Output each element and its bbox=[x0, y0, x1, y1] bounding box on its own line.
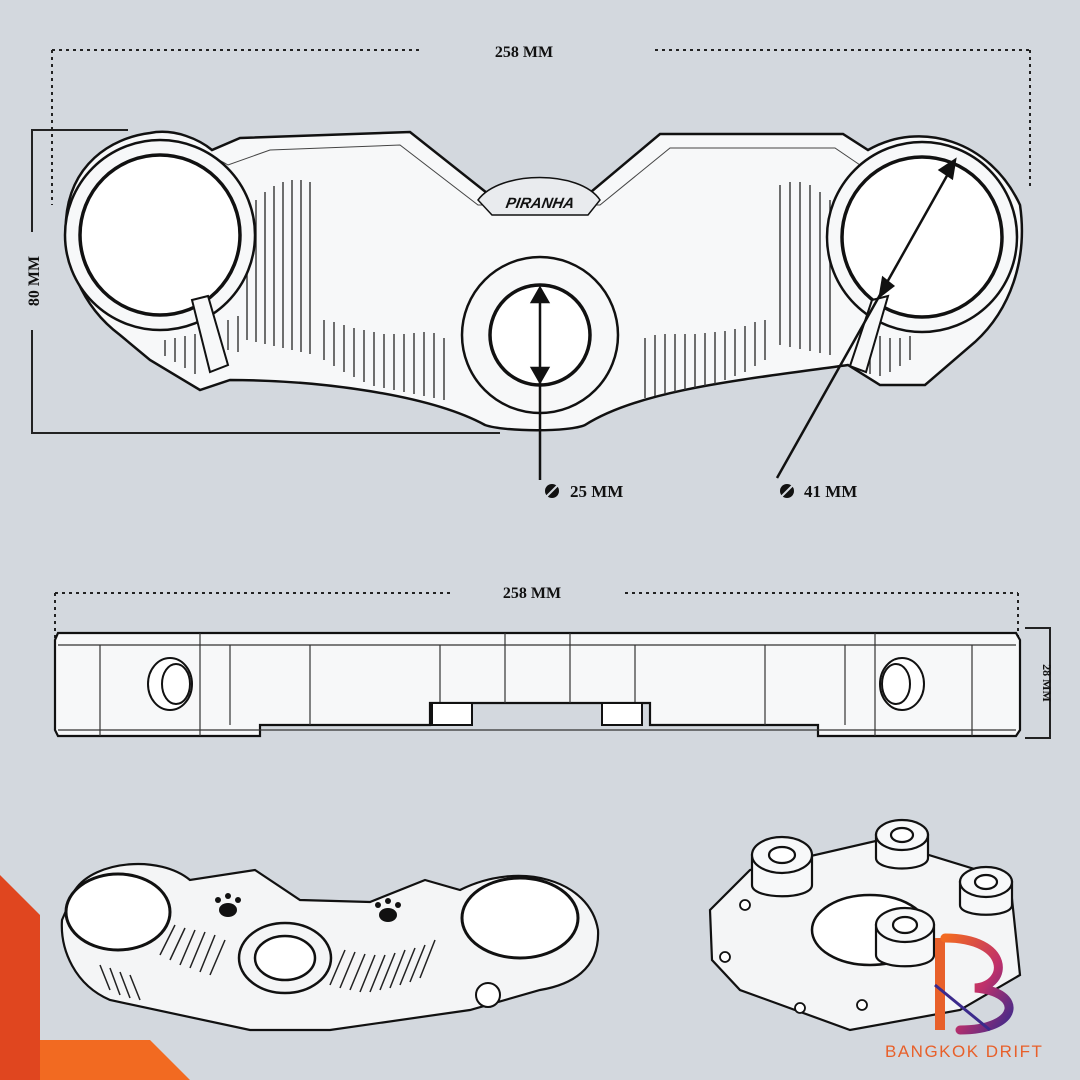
right-clamp-slot bbox=[848, 294, 890, 374]
corner-accent bbox=[0, 875, 40, 1080]
side-detail-lines bbox=[58, 633, 1016, 736]
top-width-dimension bbox=[51, 49, 1031, 205]
piranha-logo: PIRANHA bbox=[504, 195, 575, 212]
paw-print-icon bbox=[215, 893, 241, 917]
top-width-label: 258 MM bbox=[495, 44, 553, 61]
bangkok-drift-logo bbox=[934, 933, 1014, 1035]
paw-print-icon bbox=[375, 898, 401, 922]
left-fork-bore bbox=[78, 153, 242, 317]
stem-diameter-arrow bbox=[529, 285, 551, 480]
fork-diameter-arrow bbox=[775, 157, 957, 479]
top-view: 258 MM 80 MM bbox=[26, 44, 1031, 501]
brand-name: BANGKOK DRIFT bbox=[885, 1042, 1044, 1061]
logo-plate bbox=[477, 176, 601, 216]
isometric-triple-clamp bbox=[60, 862, 600, 1032]
side-profile bbox=[53, 631, 1022, 738]
right-fork-bore bbox=[840, 155, 1004, 319]
top-height-label: 80 MM bbox=[26, 256, 43, 306]
left-fin-lines bbox=[164, 180, 445, 400]
corner-accent-bottom bbox=[40, 1040, 190, 1080]
stem-diameter-label: 25 MM bbox=[570, 482, 623, 501]
side-thickness-label: 28 MM bbox=[1040, 664, 1054, 702]
left-clamp-slot bbox=[190, 294, 230, 374]
fork-diameter-label: 41 MM bbox=[804, 482, 857, 501]
diameter-icon bbox=[545, 484, 559, 498]
side-width-label: 258 MM bbox=[503, 585, 561, 602]
side-view: 258 MM 28 MM bbox=[53, 585, 1054, 739]
side-thickness-dimension bbox=[1025, 627, 1051, 739]
diameter-icon bbox=[780, 484, 794, 498]
isometric-lower-bracket bbox=[708, 818, 1022, 1032]
side-width-dimension bbox=[54, 592, 1019, 640]
right-fin-lines bbox=[644, 182, 911, 398]
side-bolt-holes bbox=[147, 657, 925, 726]
top-height-dimension bbox=[31, 129, 500, 434]
